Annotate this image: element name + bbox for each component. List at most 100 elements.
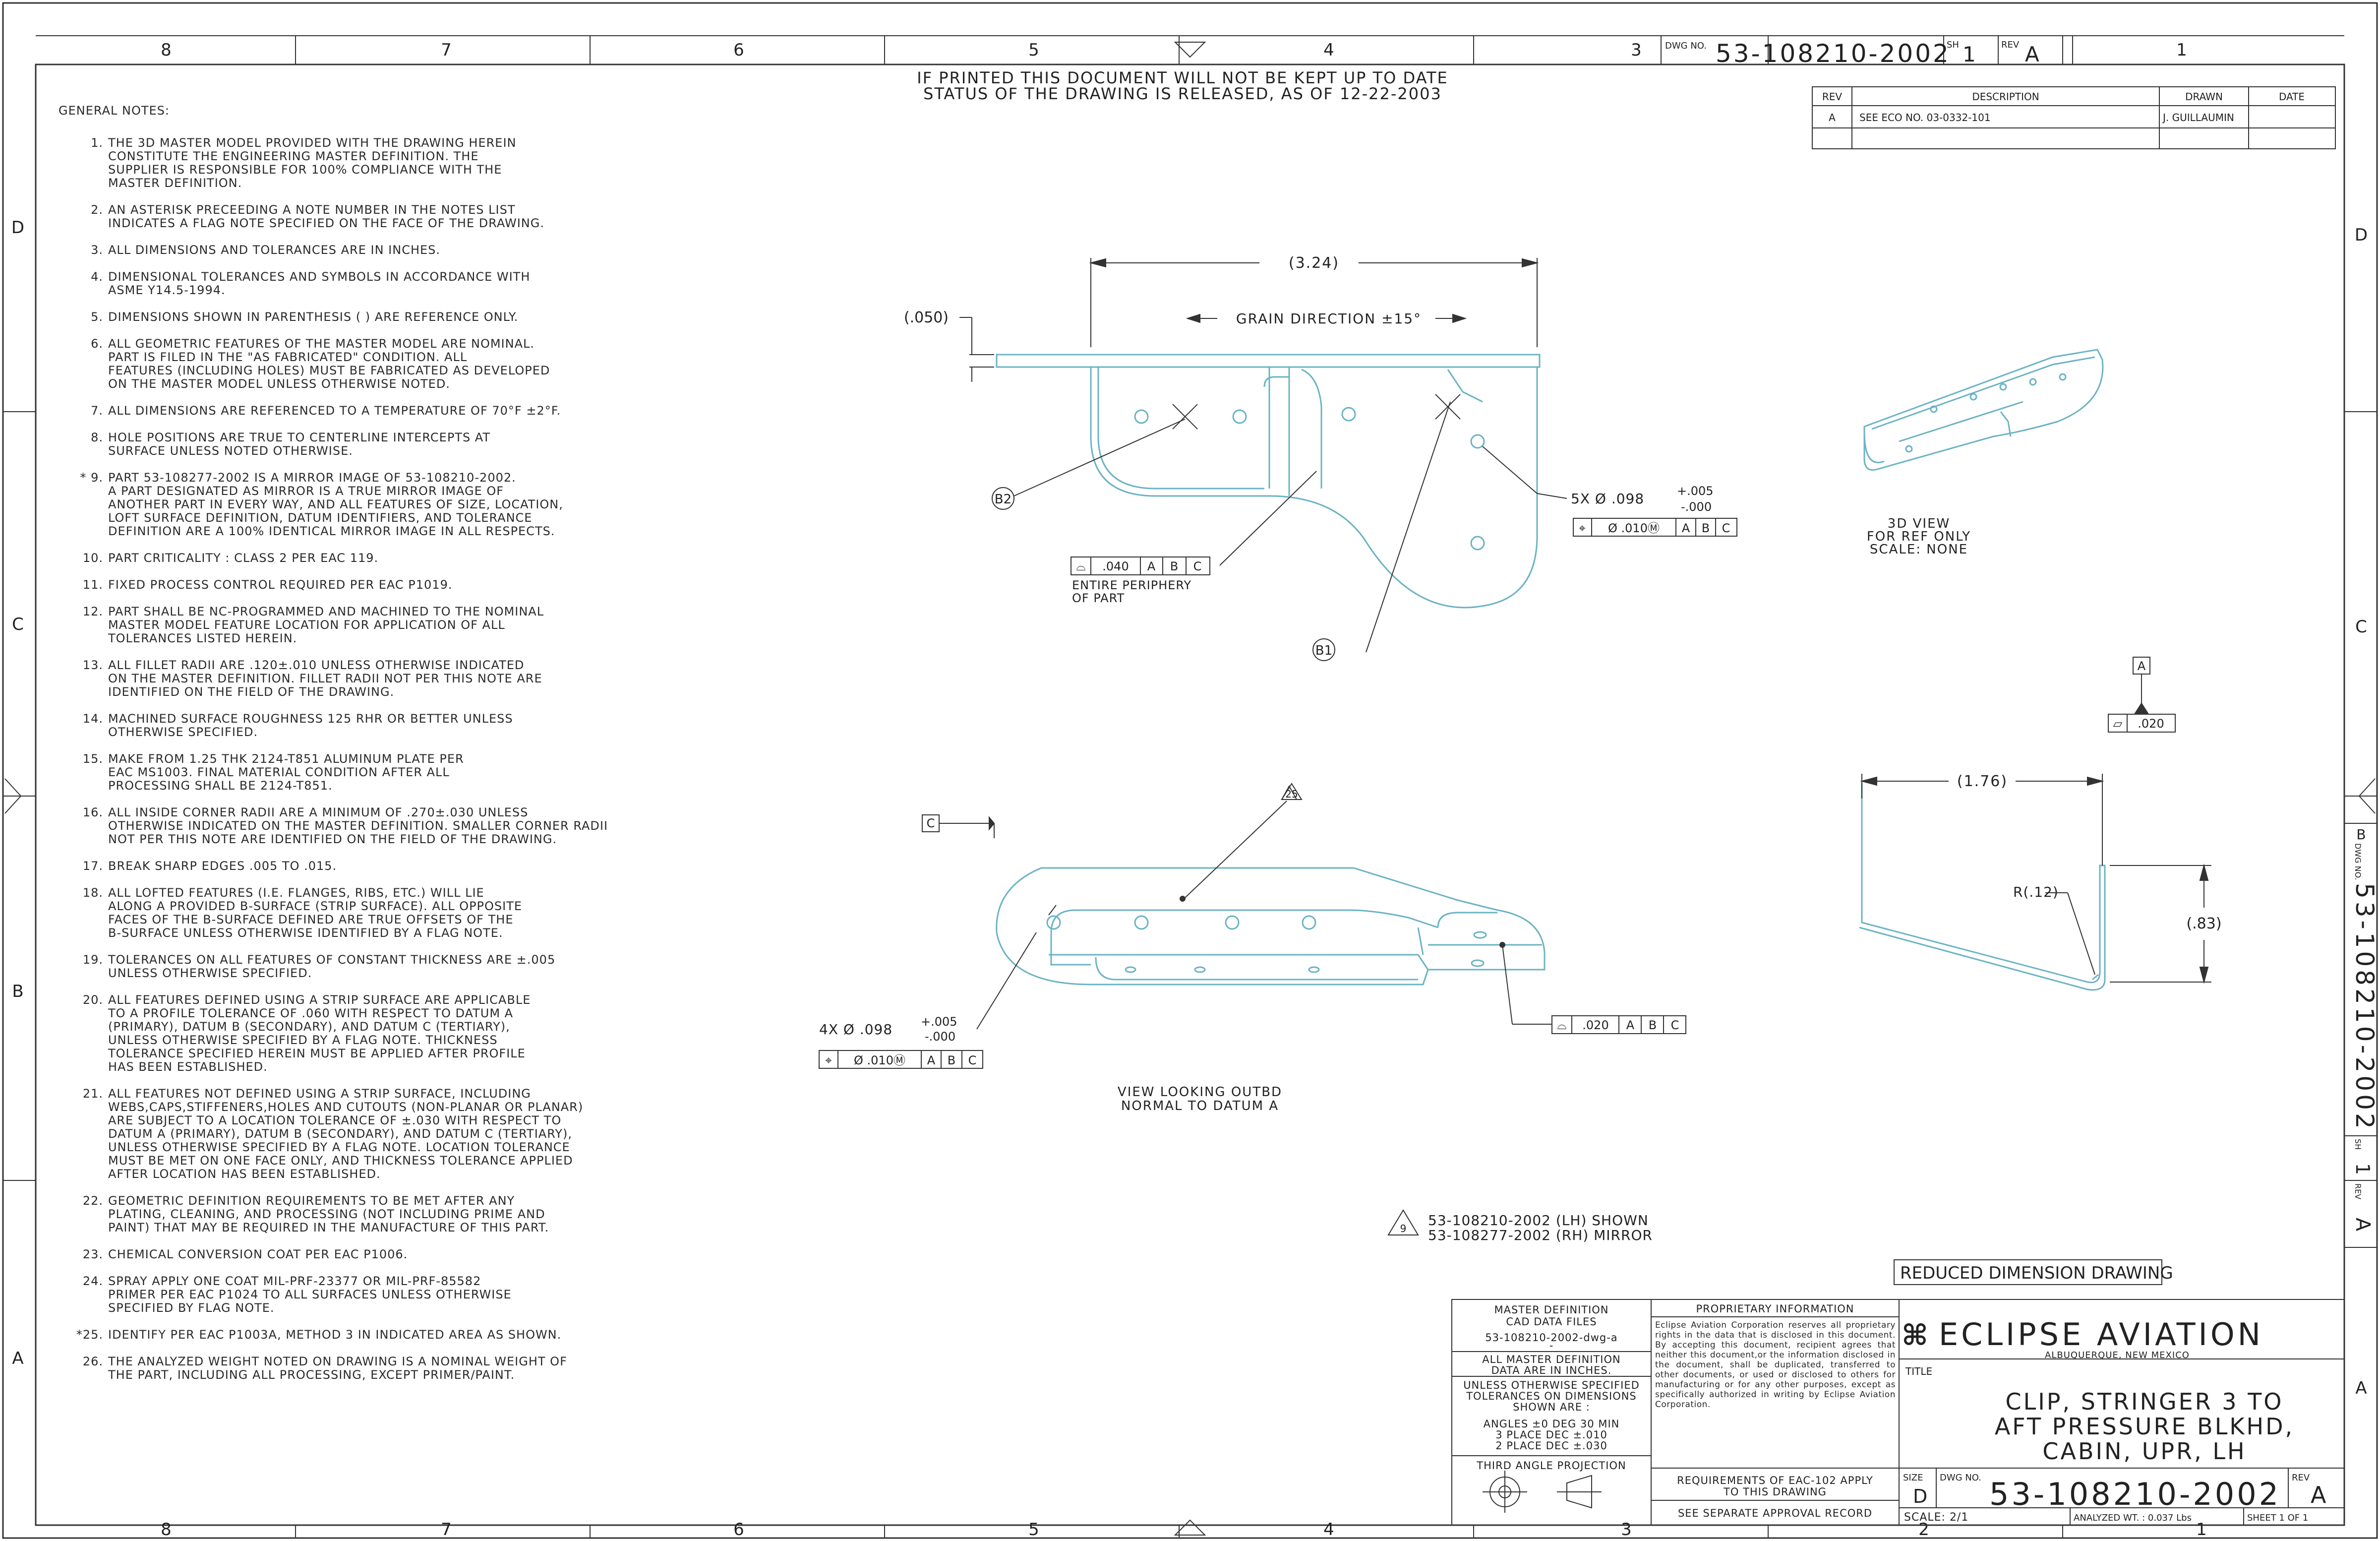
general-note: 5. DIMENSIONS SHOWN IN PARENTHESIS ( ) AR… [59,310,753,324]
fcf-profile-020: ⌓ .020 A B C [1551,1015,1686,1034]
general-note-text: MAKE FROM 1.25 THK 2124-T851 ALUMINUM PL… [108,752,464,793]
general-note: 3.ALL DIMENSIONS AND TOLERANCES ARE IN I… [59,244,753,257]
svg-text:Ø .010Ⓜ: Ø .010Ⓜ [854,1053,905,1067]
zone-col-5-bottom: 5 [1028,1520,1039,1540]
general-note: *25.IDENTIFY PER EAC P1003A, METHOD 3 IN… [59,1328,753,1342]
hole-tol-plus-4x: +.005 [921,1015,957,1029]
svg-text:A: A [1147,559,1156,573]
header-sh-label: SH [1947,40,1959,50]
general-note-number: 19. [82,953,103,967]
drawing-title-3: CABIN, UPR, LH [2042,1438,2246,1465]
datum-target-b2: B2 [995,492,1012,507]
reduced-dimension-label: REDUCED DIMENSION DRAWING [1900,1263,2173,1283]
dim-length-324: (3.24) [1289,254,1339,272]
flag-note-25: 25 [1285,788,1298,800]
hole-tol-minus-5x: -.000 [1681,500,1712,514]
zone-col-6-bottom: 6 [733,1520,744,1540]
general-notes-list: 1. THE 3D MASTER MODEL PROVIDED WITH THE … [59,136,753,1382]
revision-block: REV DESCRIPTION DRAWN DATE A SEE ECO NO.… [1812,86,2336,149]
general-note: 13.ALL FILLET RADII ARE .120±.010 UNLESS… [59,659,753,699]
general-note: 22.GEOMETRIC DEFINITION REQUIREMENTS TO … [59,1194,753,1234]
general-note: 7.ALL DIMENSIONS ARE REFERENCED TO A TEM… [59,404,753,418]
zone-labels: 8 7 6 5 4 3 1 8 7 6 5 4 3 2 1 D C B A D … [11,40,2368,1540]
general-note-text: ALL INSIDE CORNER RADII ARE A MINIMUM OF… [108,805,608,846]
scale: SCALE: 2/1 [1904,1511,1968,1524]
rev-row-rev: A [1829,112,1836,123]
iso-view-label-3: SCALE: NONE [1870,542,1968,557]
general-note-text: THE 3D MASTER MODEL PROVIDED WITH THE DR… [108,136,517,190]
req-2: TO THIS DRAWING [1723,1486,1827,1498]
side-view-dimensions [1860,657,2211,984]
general-note: 8.HOLE POSITIONS ARE TRUE TO CENTERLINE … [59,431,753,458]
tol-angles: ANGLES ±0 DEG 30 MIN [1484,1418,1620,1430]
datum-c: C [927,816,935,830]
general-note-text: DIMENSIONS SHOWN IN PARENTHESIS ( ) ARE … [108,310,519,324]
bottom-view-caption-2: NORMAL TO DATUM A [1121,1099,1279,1113]
general-note-number: 6. [91,337,103,351]
zone-col-7: 7 [441,40,452,60]
iso-view-label-1: 3D VIEW [1888,516,1950,531]
strip-dwg-no: 53-108210-2002 [2350,883,2379,1132]
general-note: 20.ALL FEATURES DEFINED USING A STRIP SU… [59,993,753,1074]
general-note: 17.BREAK SHARP EDGES .005 TO .015. [59,860,753,873]
header-dwg-no: 53-108210-2002 [1716,39,1951,68]
flag-note-9-number: 9 [1400,1223,1407,1234]
tol-2: TOLERANCES ON DIMENSIONS [1466,1390,1637,1402]
svg-text:⌓: ⌓ [1557,1018,1567,1032]
general-note-text: PART 53-108277-2002 IS A MIRROR IMAGE OF… [108,471,563,538]
proprietary-text: Eclipse Aviation Corporation reserves al… [1655,1320,1896,1410]
general-note-text: ALL DIMENSIONS AND TOLERANCES ARE IN INC… [108,243,441,257]
rev-header-rev: REV [1822,91,1843,103]
general-note-number: 2. [91,203,103,217]
general-note-number: 4. [91,270,103,284]
strip-rev-value: A [2351,1218,2374,1232]
title-block-lines [1451,1259,2345,1526]
dwg-label: DWG NO. [1940,1473,1981,1483]
datum-target-b1: B1 [1315,643,1332,658]
svg-text:C: C [1671,1018,1679,1032]
svg-text:B: B [948,1053,955,1067]
zone-row-d: D [11,218,24,238]
bottom-view-dimensions [922,783,1552,1030]
hole-callout-5x: 5X Ø .098 [1571,491,1644,507]
svg-text:A: A [927,1053,936,1067]
general-note-number: 22. [82,1194,103,1208]
svg-text:B: B [1649,1018,1657,1032]
general-note-text: MACHINED SURFACE ROUGHNESS 125 RHR OR BE… [108,712,513,739]
zone-col-8: 8 [161,40,172,60]
general-note-number: 5. [91,310,103,324]
zone-col-7-bottom: 7 [441,1520,452,1540]
strip-zone-b: B [2356,826,2366,843]
projection-symbol [1483,1471,1602,1513]
rev-header-drawn: DRAWN [2185,91,2223,103]
general-notes-title: GENERAL NOTES: [59,104,170,118]
company-name: ECLIPSE AVIATION [1939,1316,2263,1353]
general-note: 23. CHEMICAL CONVERSION COAT PER EAC P100… [59,1248,753,1261]
svg-text:C: C [1193,559,1202,573]
title-rev-label: REV [2292,1473,2310,1483]
svg-text:⌓: ⌓ [1076,559,1086,573]
hole-tol-minus-4x: -.000 [925,1030,955,1044]
zone-row-d-right: D [2355,225,2368,245]
strip-sh-value: 1 [2352,1163,2374,1175]
header-rev-value: A [2025,42,2039,66]
svg-text:Ø .010Ⓜ: Ø .010Ⓜ [1608,521,1660,535]
svg-text:A: A [1626,1018,1635,1032]
header-dwg-label: DWG NO. [1665,41,1707,51]
general-note-text: CHEMICAL CONVERSION COAT PER EAC P1006. [108,1247,408,1261]
general-note-number: 20. [82,993,103,1007]
general-note-text: PART CRITICALITY : CLASS 2 PER EAC 119. [108,551,379,565]
general-note-number: 23. [82,1247,103,1261]
general-notes: GENERAL NOTES: 1. THE 3D MASTER MODEL PRO… [59,104,753,1395]
general-note-number: 13. [82,658,103,672]
general-note: 19.TOLERANCES ON ALL FEATURES OF CONSTAN… [59,953,753,980]
top-view-geometry [996,354,1541,609]
general-note: 2.AN ASTERISK PRECEEDING A NOTE NUMBER I… [59,203,753,230]
general-note-text: IDENTIFY PER EAC P1003A, METHOD 3 IN IND… [108,1328,562,1342]
general-note-number: 1. [91,136,103,150]
print-notice-line2: STATUS OF THE DRAWING IS RELEASED, AS OF… [923,84,1442,103]
zone-col-6: 6 [733,40,744,60]
iso-view-label-2: FOR REF ONLY [1867,529,1971,544]
fcf-position-5x: ⌖ Ø .010Ⓜ A B C [1573,518,1737,537]
general-note-text: DIMENSIONAL TOLERANCES AND SYMBOLS IN AC… [108,270,531,297]
